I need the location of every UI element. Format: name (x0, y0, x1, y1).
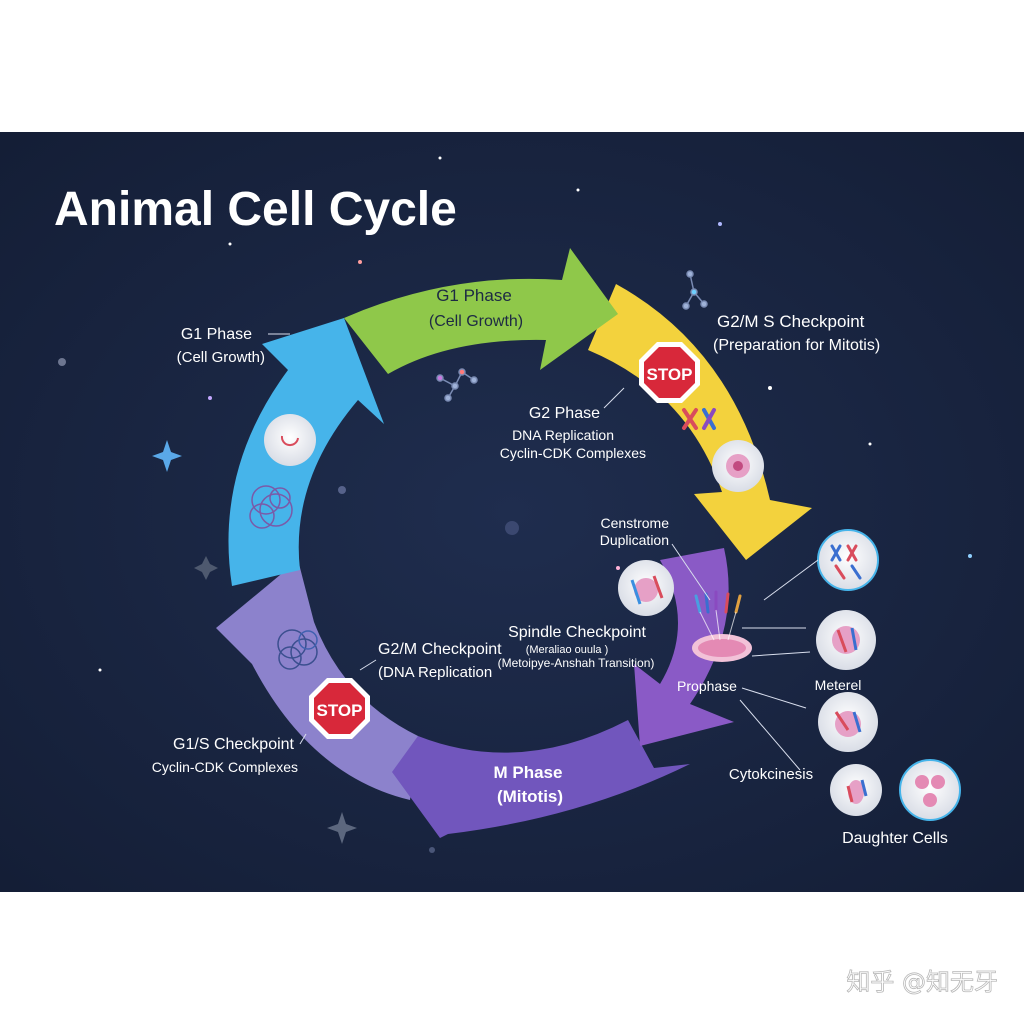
g2-phase-line1: DNA Replication (512, 427, 614, 443)
prophase-label: Prophase (677, 678, 737, 694)
g2-cell-icon (712, 440, 764, 492)
green-phase-subtitle: (Cell Growth) (429, 313, 523, 330)
centrosome-line1: Censtrome (601, 515, 670, 531)
daughter-cells-icon (900, 760, 960, 820)
chromosomes-cell-icon (818, 530, 878, 590)
g1s-checkpoint-title: G1/S Checkpoint (173, 736, 295, 753)
g1-cell-icon (264, 414, 316, 466)
stop-sign-label: STOP (647, 365, 693, 384)
meterel-label: Meterel (815, 677, 862, 693)
daughter-cells-label: Daughter Cells (842, 830, 948, 847)
m-phase-title: M Phase (494, 763, 563, 782)
g2-phase-line2: Cyclin-CDK Complexes (500, 445, 646, 461)
g2m-s-checkpoint-subtitle: (Preparation for Mitotis) (713, 337, 880, 354)
centrosome-line2: Duplication (600, 532, 669, 548)
g1-left-title: G1 Phase (181, 326, 252, 343)
spindle-checkpoint-line1: (Meraliao ouula ) (526, 644, 609, 656)
metaphase-cell-icon (618, 560, 674, 616)
stop-sign-icon: STOP (309, 678, 370, 739)
green-phase-title: G1 Phase (436, 286, 512, 305)
watermark: 知乎 @知无牙 (846, 968, 998, 996)
spindle-checkpoint-title: Spindle Checkpoint (508, 624, 646, 641)
m-phase-subtitle: (Mitotis) (497, 787, 563, 806)
telophase-cell-icon (830, 764, 882, 816)
anaphase-cell-icon (818, 692, 878, 752)
g2m-checkpoint-subtitle: (DNA Replication (378, 664, 492, 681)
g2-phase-title: G2 Phase (529, 405, 600, 422)
cytokinesis-label: Cytokcinesis (729, 766, 813, 783)
g1s-checkpoint-subtitle: Cyclin-CDK Complexes (152, 759, 298, 775)
spindle-checkpoint-line2: (Metoipye-Anshah Transition) (498, 656, 655, 670)
g2m-checkpoint-title: G2/M Checkpoint (378, 641, 502, 658)
g2m-s-checkpoint-title: G2/M S Checkpoint (717, 312, 865, 331)
diagram-title: Animal Cell Cycle (54, 183, 457, 236)
g1-left-subtitle: (Cell Growth) (177, 349, 265, 366)
stop-sign-icon: STOP (639, 342, 700, 403)
prometaphase-cell-icon (816, 610, 876, 670)
stop-sign-label: STOP (317, 701, 363, 720)
